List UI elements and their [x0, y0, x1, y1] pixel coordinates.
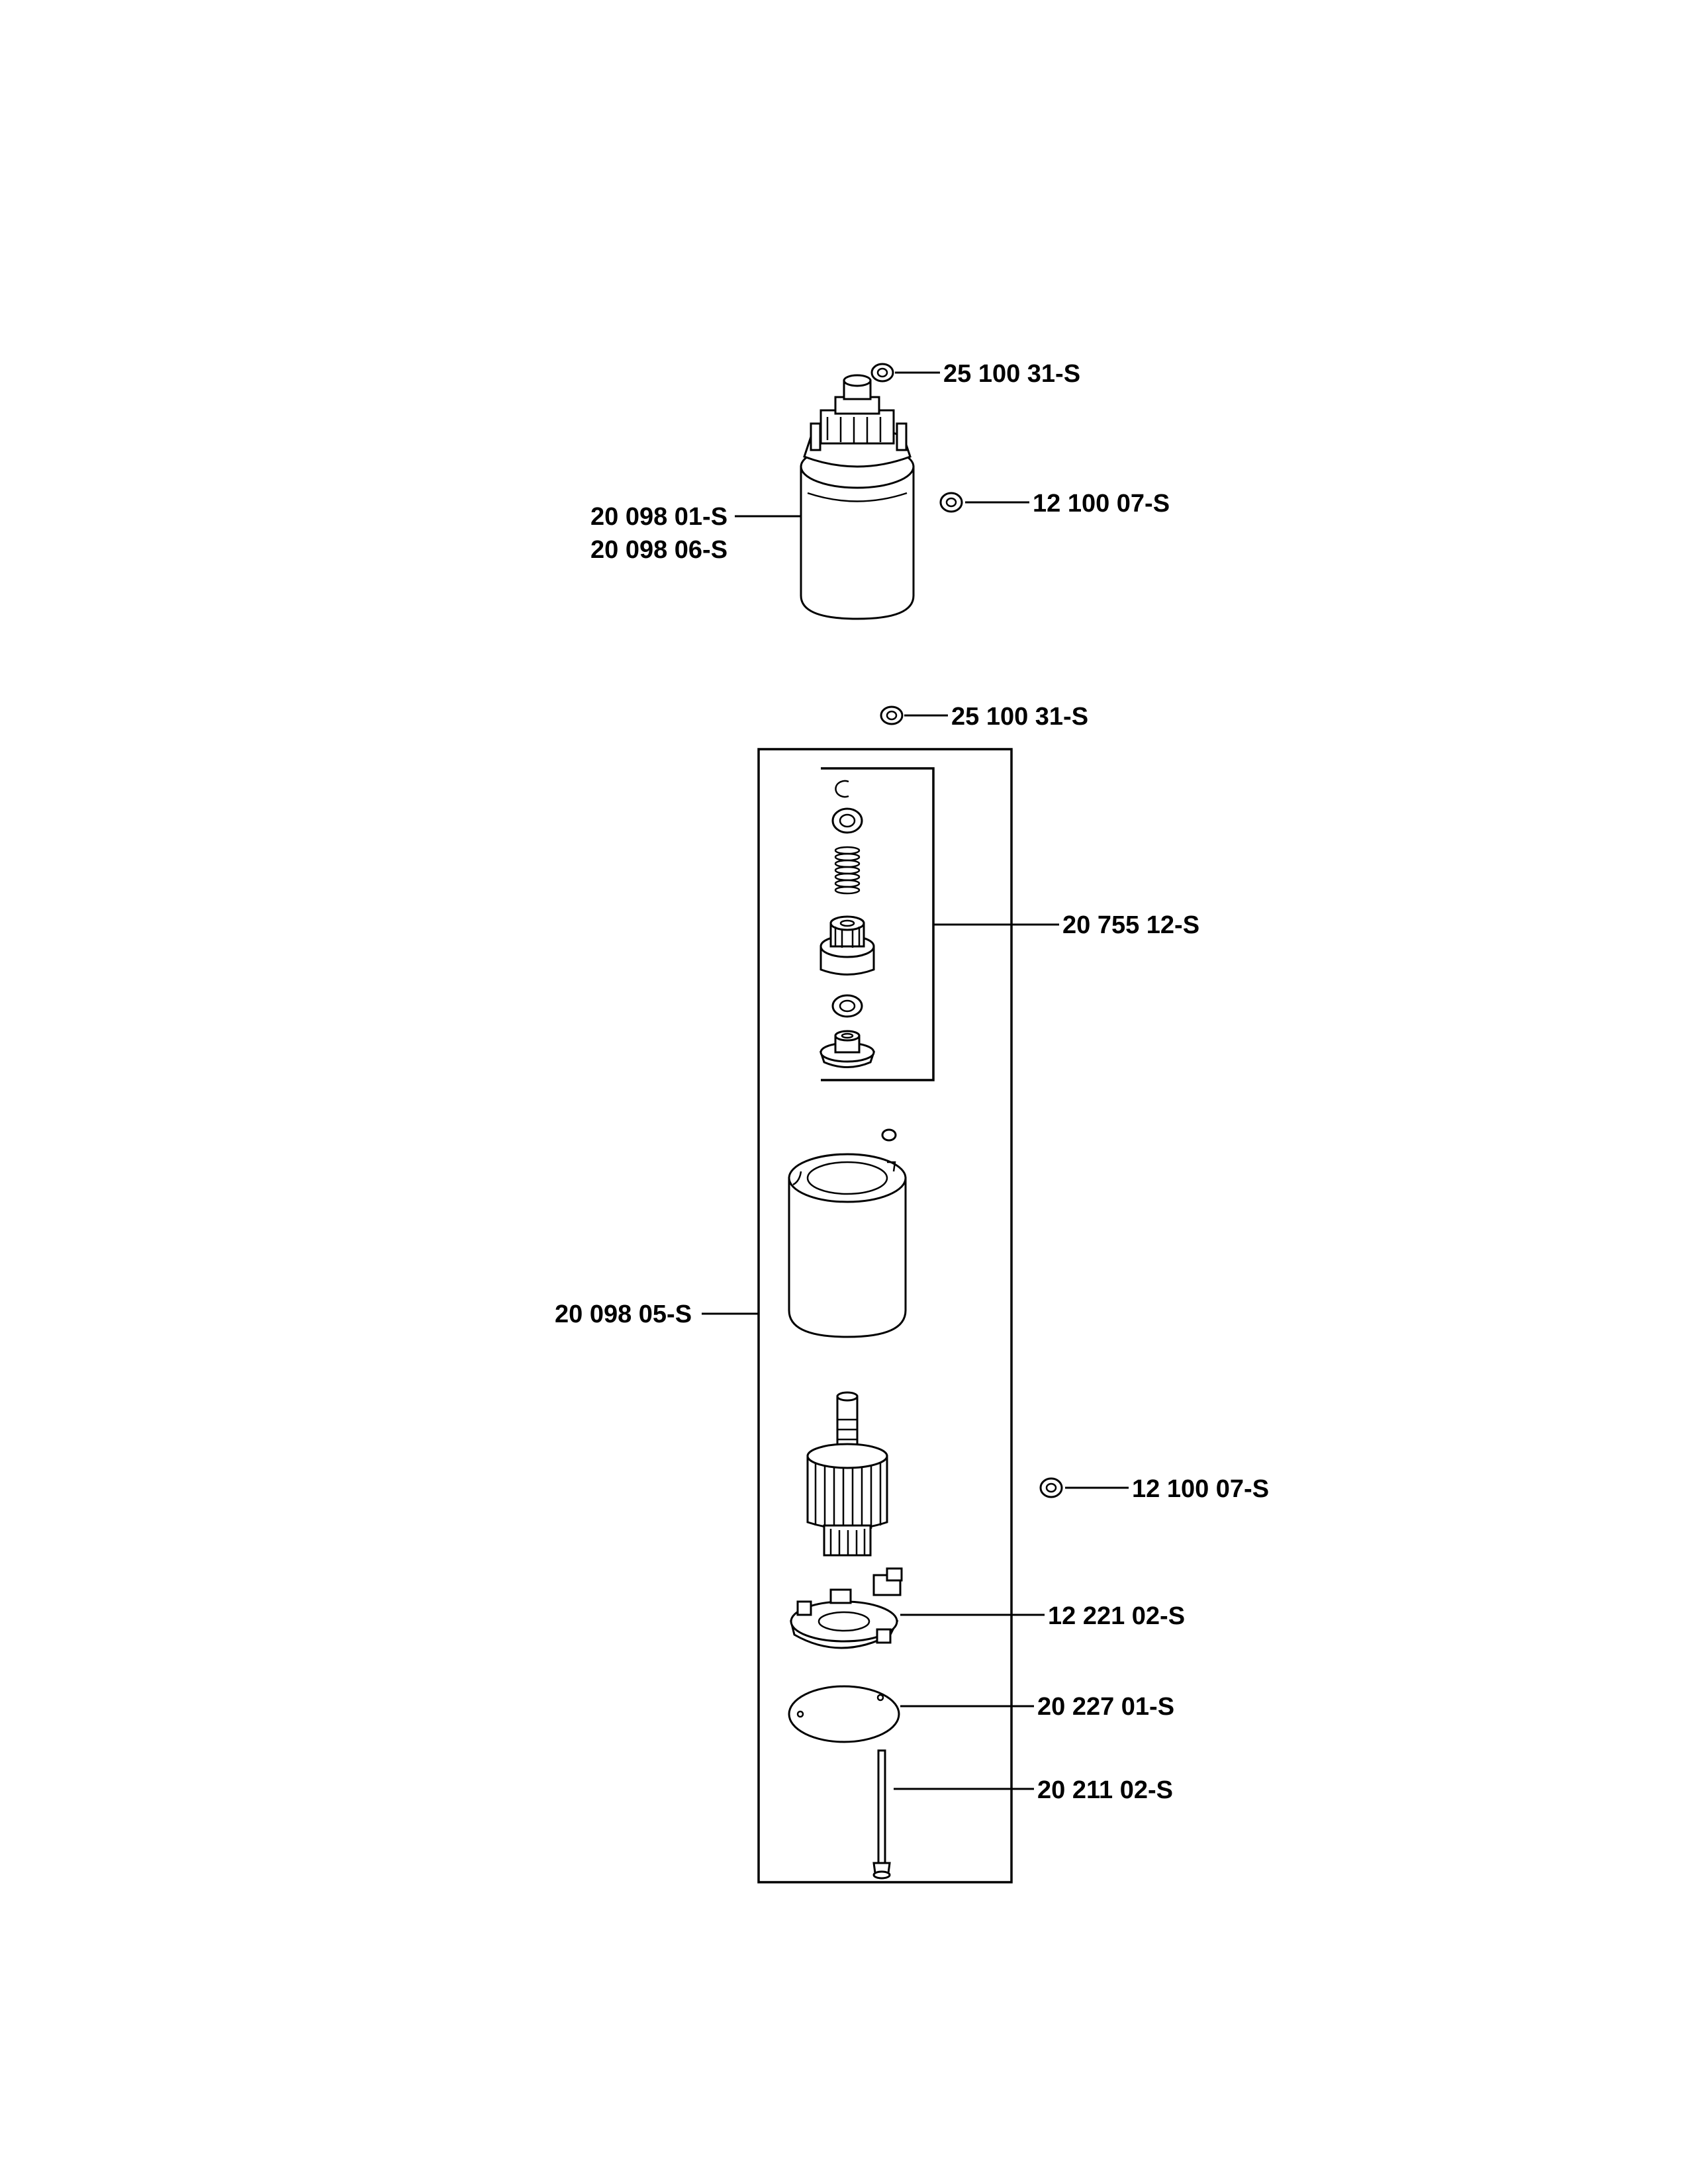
- washer-mid: [1039, 1477, 1063, 1498]
- callout-nut-top: 25 100 31-S: [943, 360, 1080, 388]
- washer-top: [939, 492, 963, 513]
- starter-motor-assembly: [800, 374, 915, 620]
- callout-nut-mid: 25 100 31-S: [951, 703, 1088, 731]
- callout-bolt: 20 211 02-S: [1037, 1776, 1173, 1804]
- callout-gasket: 20 227 01-S: [1037, 1693, 1174, 1721]
- armature: [806, 1391, 888, 1557]
- nut-top: [870, 363, 894, 383]
- callout-drive-kit: 20 755 12-S: [1062, 911, 1199, 939]
- callout-starter-b: 20 098 06-S: [590, 536, 727, 564]
- callout-starter-a: 20 098 01-S: [590, 503, 727, 531]
- callout-brush-holder: 12 221 02-S: [1048, 1602, 1185, 1630]
- gasket: [788, 1685, 900, 1743]
- callout-motor-kit: 20 098 05-S: [555, 1300, 692, 1328]
- drive-kit-parts: [819, 780, 876, 1068]
- through-bolt: [872, 1749, 891, 1880]
- nut-mid: [880, 705, 904, 725]
- brush-holder: [790, 1567, 903, 1649]
- field-housing: [788, 1128, 907, 1338]
- motor-kit-box: [757, 748, 1013, 1884]
- callout-washer-top: 12 100 07-S: [1033, 490, 1170, 518]
- callout-washer-mid: 12 100 07-S: [1132, 1475, 1269, 1503]
